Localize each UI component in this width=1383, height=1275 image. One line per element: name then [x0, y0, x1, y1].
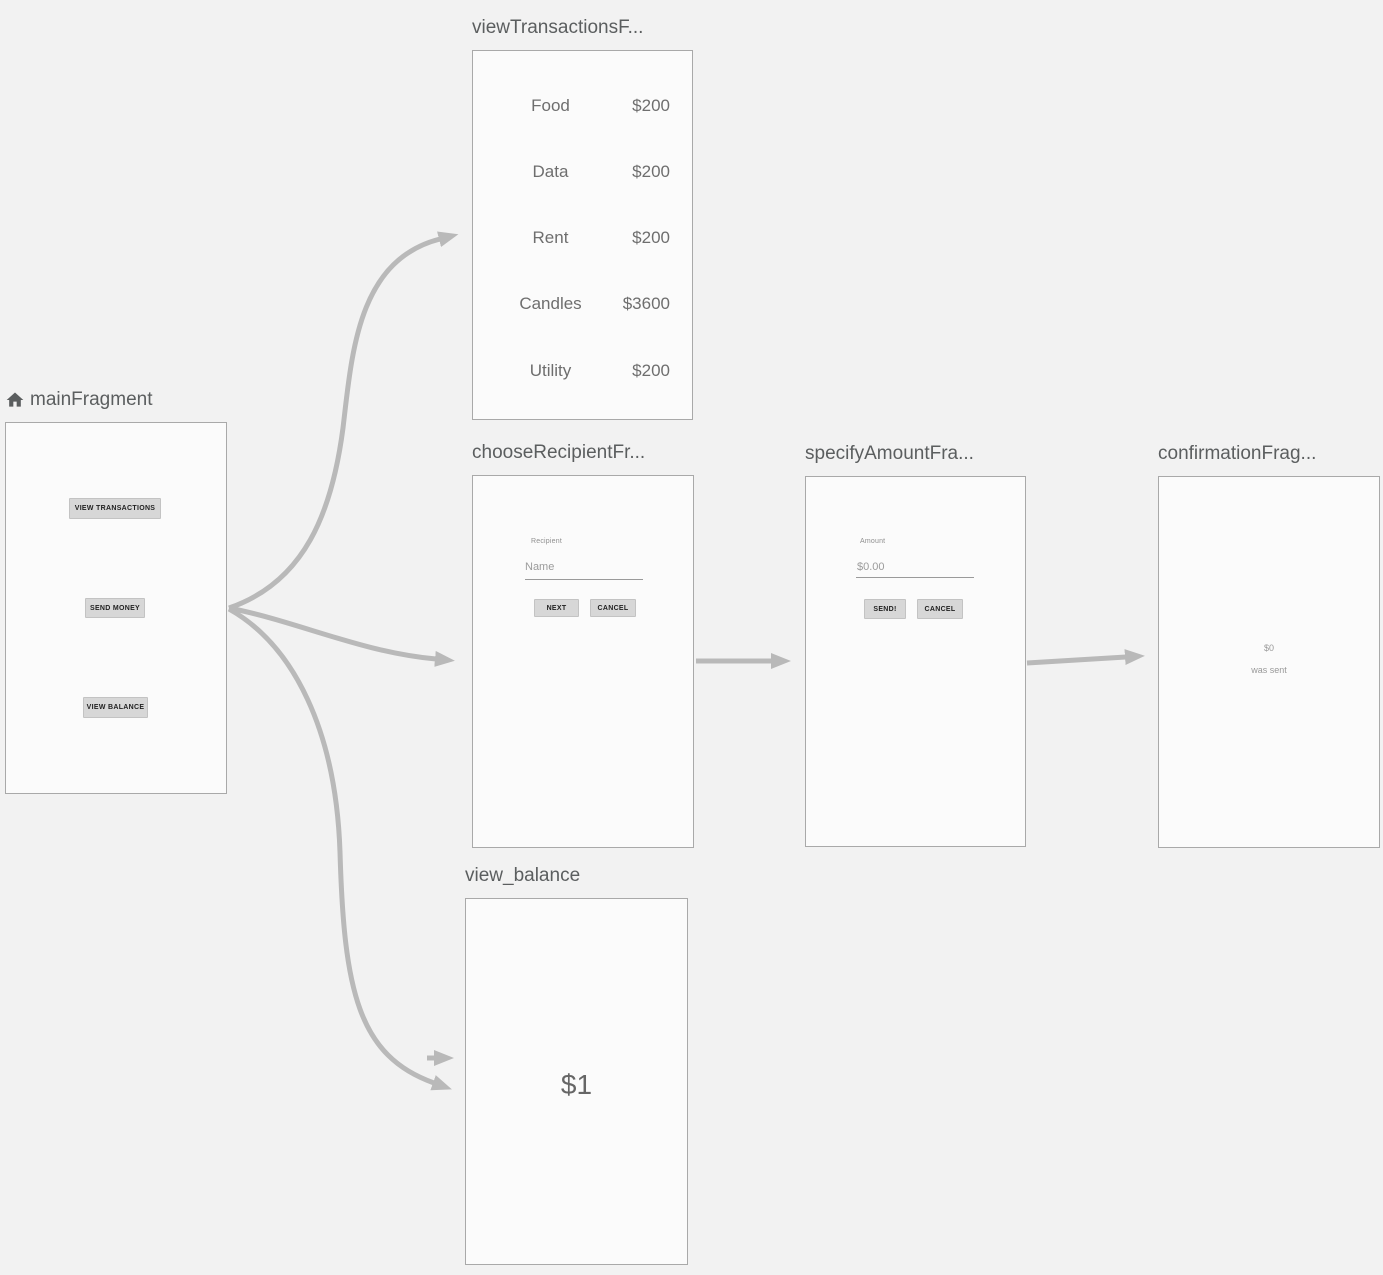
transaction-amount: $3600 [622, 294, 670, 313]
preview-send-money-button: SEND MONEY [85, 598, 145, 618]
fragment-specify-amount-title: specifyAmountFra... [805, 443, 974, 464]
fragment-specify-amount: specifyAmountFra... Amount $0.00 SEND! C… [805, 443, 1026, 847]
balance-value-text: $1 [560, 1069, 593, 1100]
action-arrow-specify-amount-to-confirmation[interactable] [1026, 649, 1145, 666]
recipient-field-label: Recipient [531, 538, 562, 545]
fragment-choose-recipient-header[interactable]: chooseRecipientFr... [472, 442, 645, 464]
fragment-confirmation-title: confirmationFrag... [1158, 443, 1317, 464]
transaction-amount: $200 [632, 162, 670, 181]
confirmation-message-text: was sent [1251, 665, 1287, 675]
fragment-view-transactions-card[interactable]: Food $200 Data $200 Rent $200 Candles $3… [472, 50, 693, 420]
recipient-name-placeholder: Name [525, 561, 555, 573]
transaction-amount: $200 [632, 228, 670, 247]
fragment-main: mainFragment VIEW TRANSACTIONS SEND MONE… [5, 389, 227, 794]
amount-input-underline [856, 577, 974, 578]
action-arrow-main-to-view-balance[interactable] [227, 606, 452, 1091]
transaction-name: Candles [519, 294, 582, 313]
transaction-row: Data $200 [473, 162, 692, 182]
preview-send-button: SEND! [864, 599, 906, 619]
confirmation-amount-text: $0 [1263, 643, 1274, 653]
fragment-choose-recipient-title: chooseRecipientFr... [472, 442, 646, 463]
fragment-choose-recipient-card[interactable]: Recipient Name NEXT CANCEL [472, 475, 694, 848]
fragment-confirmation-header[interactable]: confirmationFrag... [1158, 443, 1316, 465]
action-arrow-main-to-choose-recipient[interactable] [228, 605, 455, 667]
recipient-input-underline [525, 579, 643, 580]
fragment-main-header[interactable]: mainFragment [5, 389, 153, 411]
transaction-row: Candles $3600 [473, 294, 692, 314]
transaction-row: Food $200 [473, 96, 692, 116]
preview-next-button: NEXT [534, 599, 579, 617]
fragment-view-balance-title: view_balance [465, 865, 581, 886]
transaction-amount: $200 [632, 96, 670, 115]
transaction-row: Utility $200 [473, 361, 692, 381]
preview-cancel-button: CANCEL [590, 599, 636, 617]
fragment-main-title: mainFragment [30, 389, 153, 410]
transaction-row: Rent $200 [473, 228, 692, 248]
preview-view-transactions-button: VIEW TRANSACTIONS [69, 498, 161, 519]
home-icon [5, 390, 25, 410]
amount-placeholder: $0.00 [857, 561, 885, 573]
fragment-view-balance-header[interactable]: view_balance [465, 865, 580, 887]
fragment-specify-amount-header[interactable]: specifyAmountFra... [805, 443, 974, 465]
amount-field-label: Amount [860, 538, 886, 545]
transaction-name: Food [531, 96, 570, 115]
preview-view-balance-button: VIEW BALANCE [83, 697, 148, 718]
transaction-name: Rent [532, 228, 569, 247]
fragment-choose-recipient: chooseRecipientFr... Recipient Name NEXT… [472, 442, 694, 848]
fragment-view-transactions-title: viewTransactionsF... [472, 17, 644, 38]
transaction-name: Utility [529, 361, 572, 380]
fragment-confirmation: confirmationFrag... $0 was sent [1158, 443, 1380, 848]
fragment-main-card[interactable]: VIEW TRANSACTIONS SEND MONEY VIEW BALANC… [5, 422, 227, 794]
transaction-amount: $200 [632, 361, 670, 380]
fragment-view-balance-card[interactable]: $1 [465, 898, 688, 1265]
transaction-name: Data [532, 162, 569, 181]
preview-cancel-button: CANCEL [917, 599, 963, 619]
fragment-view-transactions-header[interactable]: viewTransactionsF... [472, 17, 643, 39]
fragment-confirmation-card[interactable]: $0 was sent [1158, 476, 1380, 848]
fragment-specify-amount-card[interactable]: Amount $0.00 SEND! CANCEL [805, 476, 1026, 847]
fragment-view-balance: view_balance $1 [465, 865, 688, 1265]
action-arrow-main-to-view-transactions[interactable] [228, 231, 459, 611]
fragment-view-transactions: viewTransactionsF... Food $200 Data $200… [472, 17, 693, 420]
